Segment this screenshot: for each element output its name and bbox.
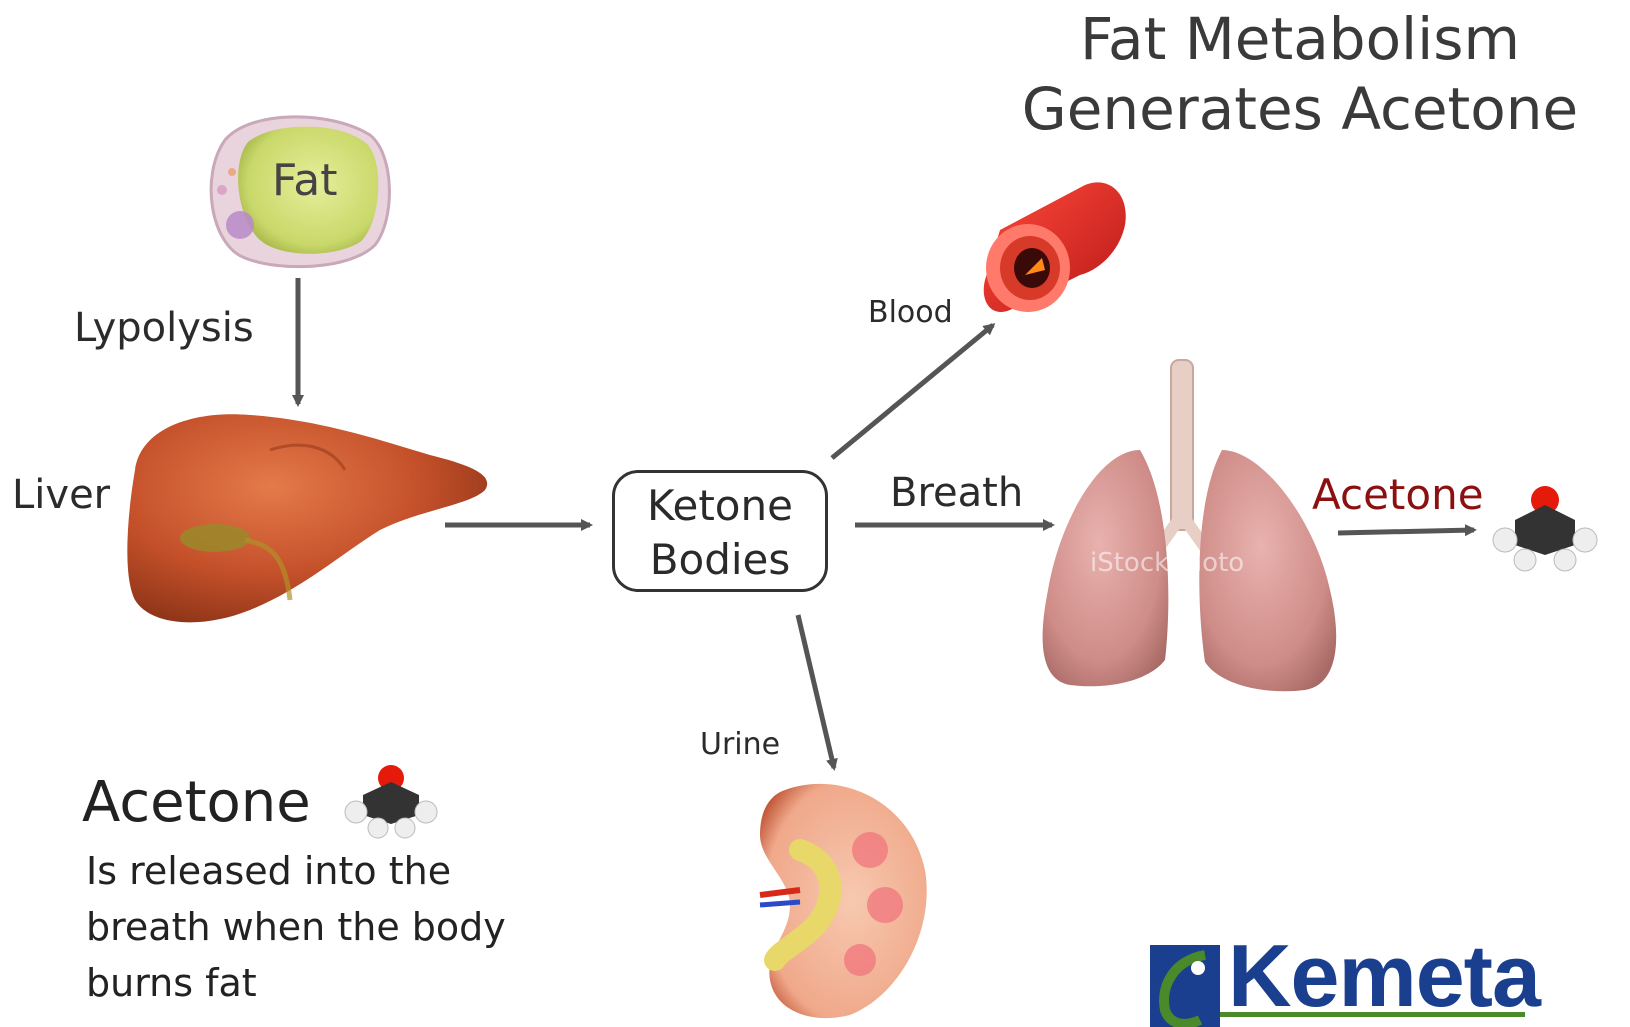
stock-watermark: iStockphoto <box>1090 548 1244 578</box>
kemeta-logo-icon <box>1150 945 1220 1027</box>
arrow-lungs-to-acetone <box>1338 530 1474 533</box>
kemeta-logo-text: Kemeta <box>1228 925 1540 1027</box>
ketone-line-2: Bodies <box>615 533 825 587</box>
urine-label: Urine <box>700 727 780 762</box>
arrow-ketone-to-blood <box>832 325 993 458</box>
lypolysis-label: Lypolysis <box>74 305 254 351</box>
blood-vessel-illustration <box>984 182 1126 312</box>
liver-illustration <box>127 414 487 622</box>
kidney-illustration <box>760 784 927 1018</box>
summary-line-1: Is released into the <box>86 843 606 899</box>
acetone-molecule-left <box>345 765 437 838</box>
summary-heading: Acetone <box>82 770 311 835</box>
breath-label: Breath <box>890 470 1023 516</box>
liver-label: Liver <box>12 472 110 518</box>
summary-line-3: burns fat <box>86 955 606 1011</box>
acetone-molecule-right <box>1493 486 1597 571</box>
ketone-bodies-node: Ketone Bodies <box>612 470 828 592</box>
summary-line-2: breath when the body <box>86 899 606 955</box>
blood-label: Blood <box>868 295 953 330</box>
lungs-illustration <box>1043 360 1337 691</box>
ketone-line-1: Ketone <box>615 479 825 533</box>
summary-body: Is released into the breath when the bod… <box>86 843 606 1011</box>
acetone-output-label: Acetone <box>1312 470 1484 519</box>
arrow-ketone-to-kidney <box>798 615 834 768</box>
fat-label: Fat <box>272 155 337 206</box>
